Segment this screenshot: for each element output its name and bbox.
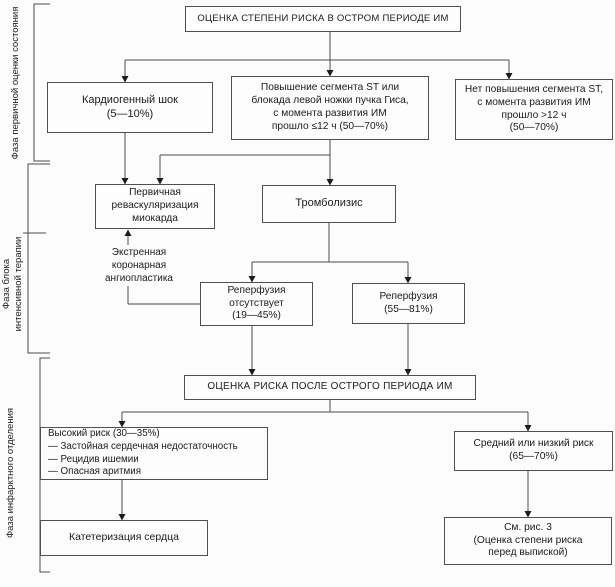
node-medium-low-risk: Средний или низкий риск (65—70%) [454, 431, 613, 471]
node-st-elevation: Повышение сегмента ST или блокада левой … [231, 76, 429, 140]
node-catheterization: Катетеризация сердца [40, 520, 208, 556]
connector-lowrisk-fig3 [524, 471, 532, 518]
node-no-reperfusion: Реперфузия отсутствует (19—45%) [200, 282, 313, 326]
connector-reperfusion-title2 [248, 324, 412, 376]
phase-label-infarction-unit: Фаза инфарктного отделения [5, 407, 16, 539]
node-see-fig3: См. рис. 3 (Оценка степени риска перед в… [444, 517, 612, 565]
connector-title1-split [121, 32, 513, 83]
label-emergency-angioplasty: Экстренная коронарная ангиопластика [88, 245, 190, 286]
phase-bracket-1 [33, 3, 50, 162]
connector-highrisk-cath [118, 480, 126, 521]
node-high-risk: Высокий риск (30—35%) — Застойная сердеч… [40, 427, 268, 480]
node-reperfusion: Реперфузия (55—81%) [352, 283, 465, 324]
node-thrombolysis: Тромболизис [262, 185, 396, 223]
node-no-st-elevation: Нет повышения сегмента ST, с момента раз… [455, 79, 613, 140]
node-primary-revascularization: Первичная реваскуляризация миокарда [95, 184, 215, 229]
connector-shock-revasc [121, 133, 129, 185]
phase-label-primary-assessment: Фаза первичной оценки состояния [10, 6, 21, 160]
node-title-post-acute: ОЦЕНКА РИСКА ПОСЛЕ ОСТРОГО ПЕРИОДА ИМ [184, 375, 476, 400]
connector-thrombolysis-split [248, 223, 412, 284]
connector-title2-split [118, 400, 532, 432]
node-title-acute-period: ОЦЕНКА СТЕПЕНИ РИСКА В ОСТРОМ ПЕРИОДЕ ИМ [185, 6, 461, 32]
phase-bracket-2 [23, 163, 50, 354]
connector-st-branches [156, 140, 334, 186]
node-cardiogenic-shock: Кардиогенный шок (5—10%) [47, 82, 213, 133]
phase-label-intensive-care: Фаза блока интенсивной терапии [1, 236, 24, 332]
